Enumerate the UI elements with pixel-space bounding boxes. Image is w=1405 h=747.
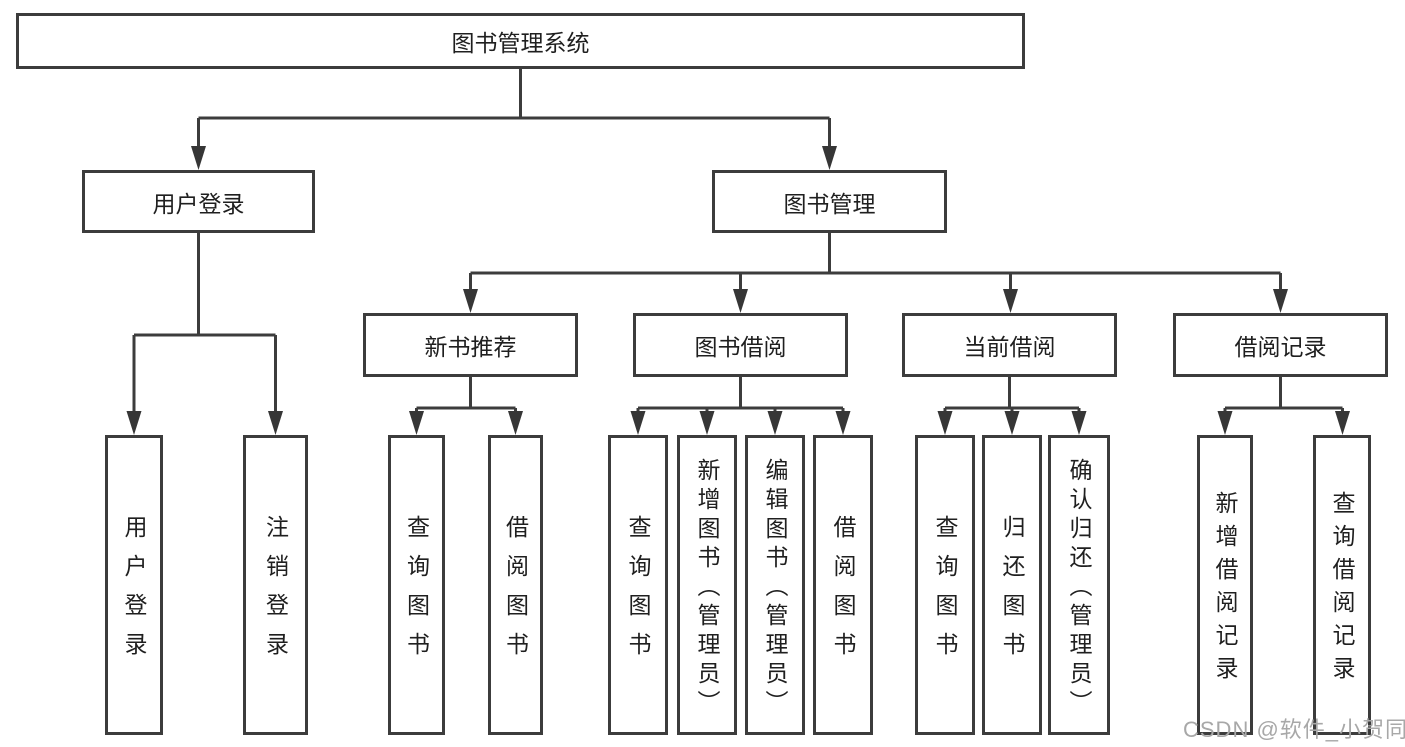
- node-book-borrow-label: 图书借阅: [694, 334, 787, 360]
- node-current-borrow: 当前借阅: [902, 313, 1117, 377]
- root-connectors: [191, 69, 837, 170]
- leaf-new-books-query: 查询图书: [388, 435, 445, 735]
- leaf-user-login-label: 用户登录: [121, 515, 147, 671]
- node-borrow-records-label: 借阅记录: [1234, 334, 1327, 360]
- current-borrow-connectors: [937, 377, 1087, 435]
- leaf-logout-label: 注销登录: [262, 515, 289, 671]
- leaf-book-borrow-borrow: 借阅图书: [813, 435, 873, 735]
- leaf-new-books-borrow: 借阅图书: [488, 435, 543, 735]
- borrow-records-connectors: [1217, 377, 1350, 435]
- leaf-logout: 注销登录: [243, 435, 308, 735]
- leaf-borrow-records-add: 新增借阅记录: [1197, 435, 1253, 735]
- book-mgmt-connectors: [463, 233, 1288, 313]
- node-book-mgmt-label: 图书管理: [783, 190, 876, 217]
- node-book-borrow: 图书借阅: [633, 313, 848, 377]
- leaf-new-books-query-label: 查询图书: [403, 515, 430, 671]
- leaf-book-borrow-query: 查询图书: [608, 435, 668, 735]
- node-new-books: 新书推荐: [363, 313, 578, 377]
- leaf-book-borrow-edit: 编辑图书（管理员）: [745, 435, 805, 735]
- leaf-current-borrow-return-label: 归还图书: [999, 515, 1025, 671]
- book-borrow-connectors: [630, 377, 851, 435]
- node-borrow-records: 借阅记录: [1173, 313, 1388, 377]
- leaf-book-borrow-borrow-label: 借阅图书: [830, 515, 856, 671]
- user-login-connectors: [126, 233, 283, 435]
- leaf-user-login: 用户登录: [105, 435, 163, 735]
- leaf-book-borrow-query-label: 查询图书: [625, 515, 651, 671]
- new-books-connectors: [409, 377, 523, 435]
- leaf-current-borrow-return: 归还图书: [982, 435, 1042, 735]
- node-current-borrow-label: 当前借阅: [963, 334, 1056, 360]
- node-user-login: 用户登录: [82, 170, 315, 233]
- leaf-borrow-records-query-label: 查询借阅记录: [1329, 491, 1355, 689]
- leaf-current-borrow-confirm: 确认归还（管理员）: [1048, 435, 1110, 735]
- watermark-text: CSDN @软件_小贺同学: [1183, 717, 1405, 742]
- leaf-current-borrow-confirm-label: 确认归还（管理员）: [1066, 457, 1092, 719]
- leaf-new-books-borrow-label: 借阅图书: [502, 515, 529, 671]
- leaf-book-borrow-add: 新增图书（管理员）: [677, 435, 737, 735]
- node-book-mgmt: 图书管理: [712, 170, 947, 233]
- node-new-books-label: 新书推荐: [424, 334, 517, 360]
- node-root: 图书管理系统: [16, 13, 1025, 69]
- leaf-borrow-records-add-label: 新增借阅记录: [1212, 491, 1238, 689]
- node-root-label: 图书管理系统: [451, 30, 590, 56]
- leaf-current-borrow-query: 查询图书: [915, 435, 975, 735]
- leaf-book-borrow-edit-label: 编辑图书（管理员）: [762, 457, 788, 719]
- leaf-borrow-records-query: 查询借阅记录: [1313, 435, 1371, 735]
- leaf-current-borrow-query-label: 查询图书: [932, 515, 958, 671]
- node-user-login-label: 用户登录: [152, 190, 245, 217]
- leaf-book-borrow-add-label: 新增图书（管理员）: [694, 457, 720, 719]
